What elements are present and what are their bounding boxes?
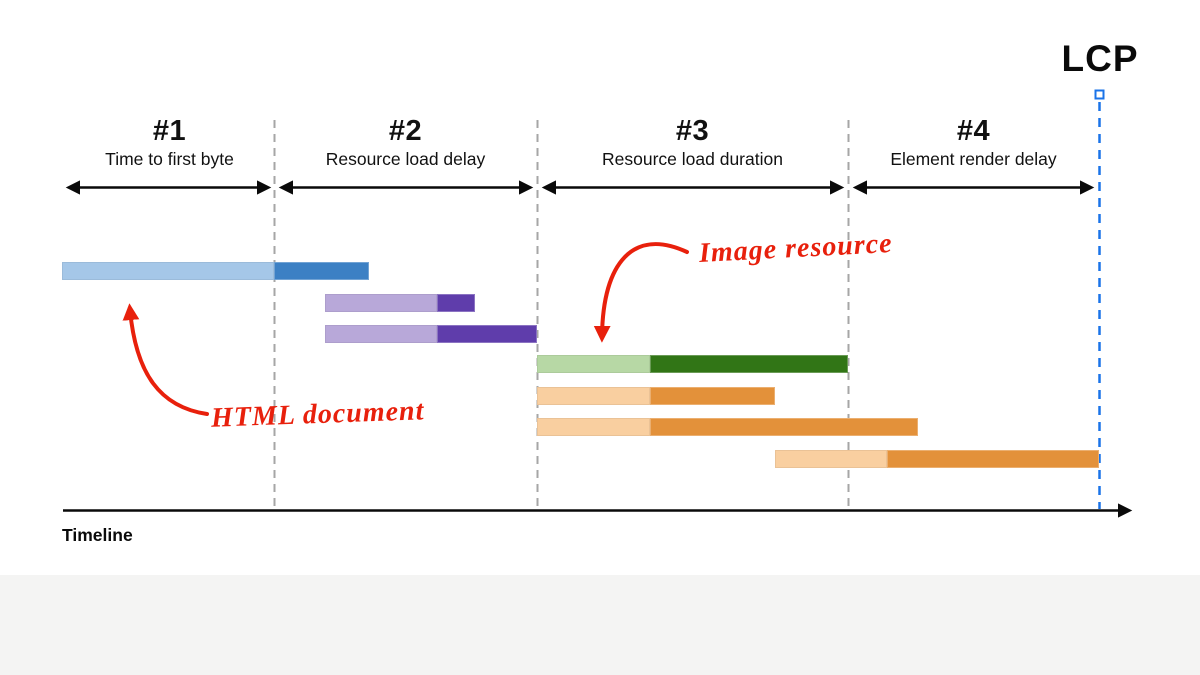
phase-2-label: Resource load delay xyxy=(325,149,486,169)
stylesheet-bar-dark-segment xyxy=(437,325,537,343)
phase-4-header: #4 Element render delay xyxy=(848,116,1099,169)
phase-1-number: #1 xyxy=(152,115,187,147)
stylesheet-bar-dark-segment xyxy=(437,294,475,312)
script-bar-dark-segment xyxy=(650,387,775,405)
image-bar-light-segment xyxy=(537,355,650,373)
image-resource-annotation: Image resource xyxy=(698,227,894,270)
phase-1-label: Time to first byte xyxy=(105,149,234,169)
phase-3-number: #3 xyxy=(675,115,710,147)
image-bar-dark-segment xyxy=(650,355,848,373)
phase-3-header: #3 Resource load duration xyxy=(537,116,848,169)
html-document-annotation: HTML document xyxy=(210,395,425,434)
stylesheet-bar-light-segment xyxy=(325,294,437,312)
lcp-label: LCP xyxy=(1061,38,1139,79)
script-bar-light-segment xyxy=(537,418,650,436)
script-bar-dark-segment xyxy=(887,450,1099,468)
phase-2-number: #2 xyxy=(388,115,423,147)
phase-4-number: #4 xyxy=(956,115,991,147)
document-bar-dark-segment xyxy=(274,262,369,280)
lcp-marker-handle xyxy=(1094,89,1105,100)
html-document-arrow xyxy=(122,303,209,416)
script-bar-light-segment xyxy=(775,450,887,468)
phase-1-header: #1 Time to first byte xyxy=(65,116,274,169)
timeline-axis-label: Timeline xyxy=(62,525,133,545)
document-bar-light-segment xyxy=(62,262,274,280)
script-bar-dark-segment xyxy=(650,418,918,436)
phase-2-header: #2 Resource load delay xyxy=(274,116,537,169)
script-bar-light-segment xyxy=(537,387,650,405)
stylesheet-bar-light-segment xyxy=(325,325,437,343)
phase-3-label: Resource load duration xyxy=(602,149,783,169)
phase-4-label: Element render delay xyxy=(890,149,1057,169)
image-resource-arrow xyxy=(593,242,689,343)
legend-band: Document Stylesheet Script Image xyxy=(0,575,1200,675)
